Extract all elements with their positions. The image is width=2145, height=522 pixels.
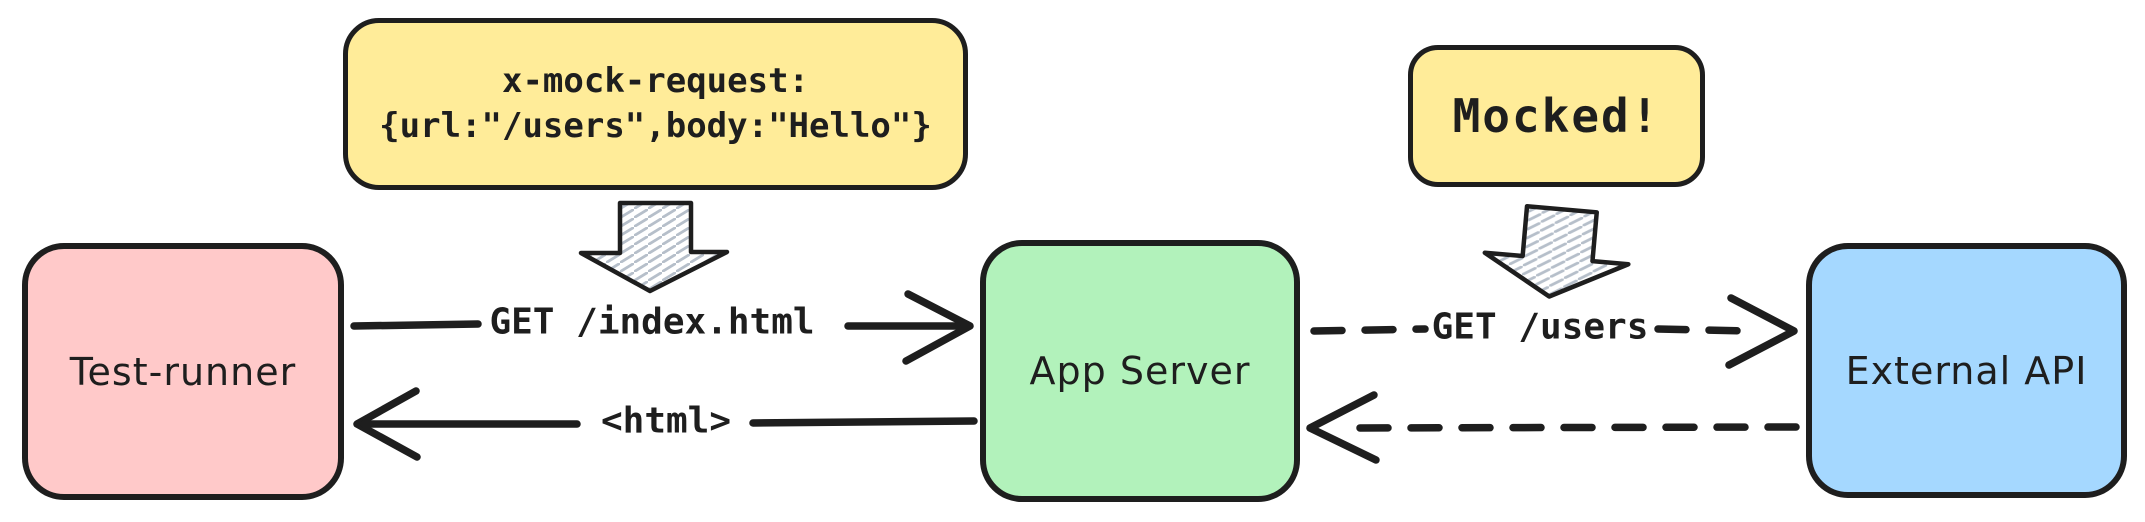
hatched-down-arrow-icon [578, 200, 730, 294]
response-arrow-label: <html> [600, 400, 732, 442]
request-arrow-line-left [350, 320, 482, 330]
external-request-line-right [1654, 325, 1752, 335]
app-server-label: App Server [1029, 349, 1251, 393]
response-arrowhead-icon [353, 387, 421, 461]
hatched-down-arrow-icon [1482, 203, 1631, 299]
external-response-arrowhead-icon [1306, 391, 1380, 464]
app-server-node: App Server [980, 240, 1300, 502]
test-runner-node: Test-runner [22, 243, 344, 500]
mock-request-header-value: {url:"/users",body:"Hello"} [379, 106, 932, 146]
response-arrow [353, 387, 978, 461]
response-arrow-line-right [749, 417, 978, 427]
external-request-arrowhead-icon [1725, 294, 1798, 369]
mocked-label: Mocked! [1452, 89, 1661, 143]
external-response-arrow [1306, 391, 1800, 464]
mock-request-callout: x-mock-request: {url:"/users",body:"Hell… [343, 18, 968, 190]
request-arrowhead-icon [902, 290, 974, 365]
request-arrow-label: GET /index.html [489, 301, 815, 343]
external-request-arrow [1310, 294, 1798, 369]
external-response-line [1334, 423, 1800, 432]
mocked-callout: Mocked! [1408, 45, 1705, 187]
external-api-label: External API [1845, 348, 2088, 393]
external-request-line-left [1310, 325, 1429, 335]
test-runner-label: Test-runner [69, 349, 297, 394]
external-api-node: External API [1806, 243, 2127, 498]
mock-request-header-name: x-mock-request: [501, 61, 810, 101]
request-arrow [350, 290, 974, 365]
external-request-arrow-label: GET /users [1431, 306, 1649, 348]
